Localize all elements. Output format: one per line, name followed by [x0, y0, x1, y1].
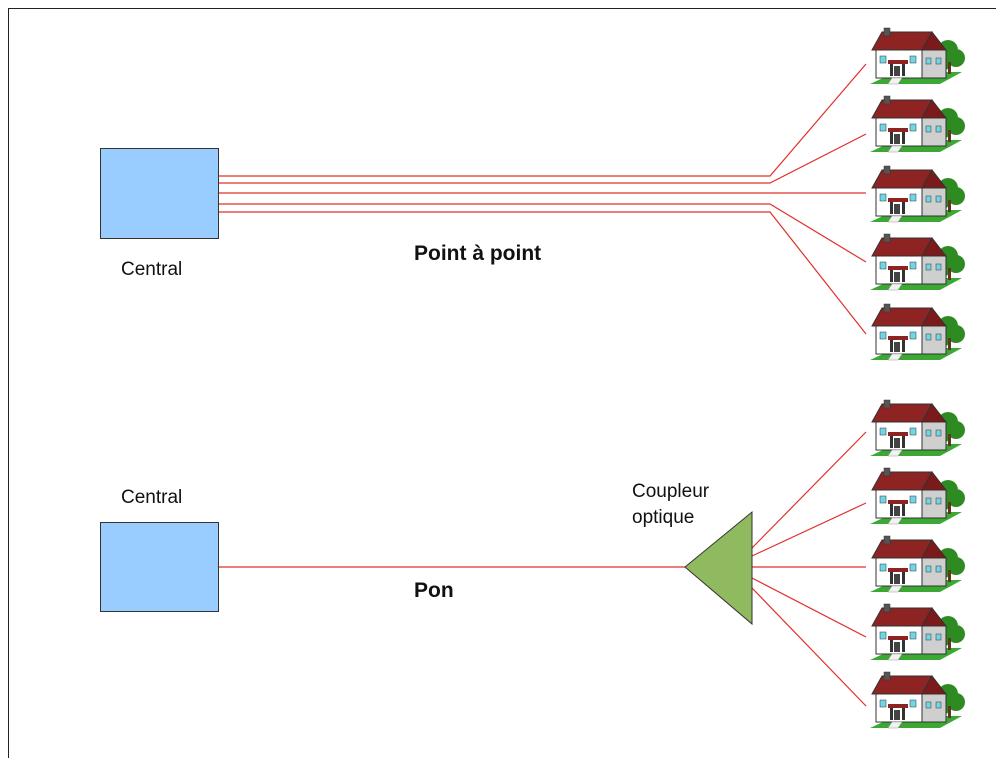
point-to-point-links — [219, 63, 867, 335]
frame-border-left — [8, 8, 9, 758]
house-with-tree-icon — [869, 603, 966, 661]
central-office-box — [100, 148, 219, 239]
coupler-label-line-1: Coupleur — [632, 481, 710, 502]
point-to-point-label: Point à point — [414, 242, 542, 265]
pon-label: Pon — [414, 579, 454, 602]
house-with-tree-icon — [869, 95, 966, 153]
coupler-label-line-2: optique — [632, 507, 695, 528]
optical-coupler-triangle-icon — [684, 510, 753, 626]
house-with-tree-icon — [869, 303, 966, 361]
house-with-tree-icon — [869, 27, 966, 85]
house-with-tree-icon — [869, 399, 966, 457]
house-with-tree-icon — [869, 535, 966, 593]
coupler-label: Coupleur optique — [632, 479, 742, 531]
house-with-tree-icon — [869, 165, 966, 223]
house-with-tree-icon — [869, 671, 966, 729]
central-label: Central — [121, 259, 183, 280]
frame-border-top — [8, 8, 996, 9]
house-with-tree-icon — [869, 233, 966, 291]
pon-links — [219, 431, 867, 707]
central-label: Central — [121, 487, 183, 508]
central-office-box — [100, 522, 219, 612]
house-with-tree-icon — [869, 467, 966, 525]
